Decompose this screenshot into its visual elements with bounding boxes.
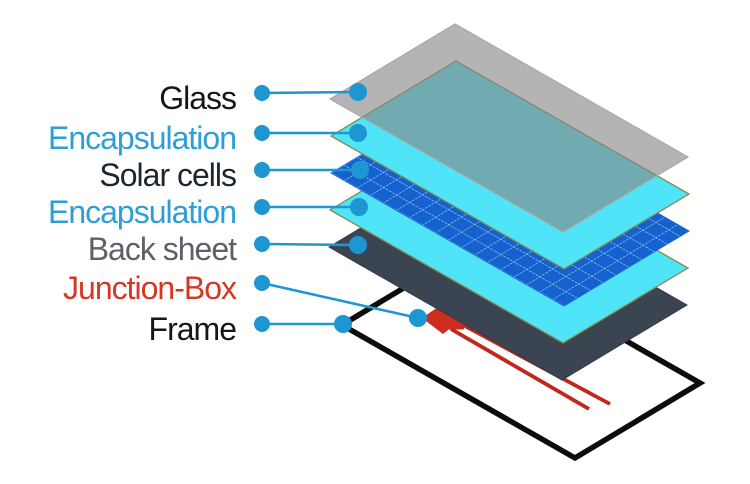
- target-dot-back-sheet: [349, 236, 367, 254]
- target-dot-solar-cells: [351, 161, 369, 179]
- leader-lines-group: [254, 83, 427, 333]
- layers-group: [328, 23, 706, 462]
- label-dot-back-sheet: [254, 236, 270, 252]
- label-solar-cells: Solar cells: [99, 157, 236, 193]
- label-dot-junction-box: [254, 275, 270, 291]
- leader-line-back-sheet: [261, 242, 359, 247]
- label-dot-encapsulation-lower: [254, 199, 270, 215]
- label-dot-solar-cells: [254, 162, 270, 178]
- glass: [328, 23, 690, 233]
- leader-line-junction-box: [261, 281, 419, 320]
- label-junction-box: Junction-Box: [63, 270, 237, 306]
- target-dot-glass: [349, 83, 367, 101]
- label-back-sheet: Back sheet: [88, 231, 237, 267]
- glass-layer: [328, 23, 690, 233]
- target-dot-encapsulation-lower: [350, 198, 368, 216]
- leader-line-glass: [261, 90, 359, 95]
- target-dot-encapsulation-upper: [349, 124, 367, 142]
- label-encapsulation-lower: Encapsulation: [48, 194, 236, 230]
- label-dot-glass: [254, 85, 270, 101]
- label-dot-encapsulation-upper: [254, 125, 270, 141]
- label-dot-frame: [254, 316, 270, 332]
- junction-box-wire-1: [450, 327, 590, 411]
- label-frame: Frame: [149, 311, 237, 347]
- target-dot-junction-box: [409, 309, 427, 327]
- label-glass: Glass: [159, 80, 236, 116]
- label-encapsulation-upper: Encapsulation: [48, 120, 236, 156]
- target-dot-frame: [334, 315, 352, 333]
